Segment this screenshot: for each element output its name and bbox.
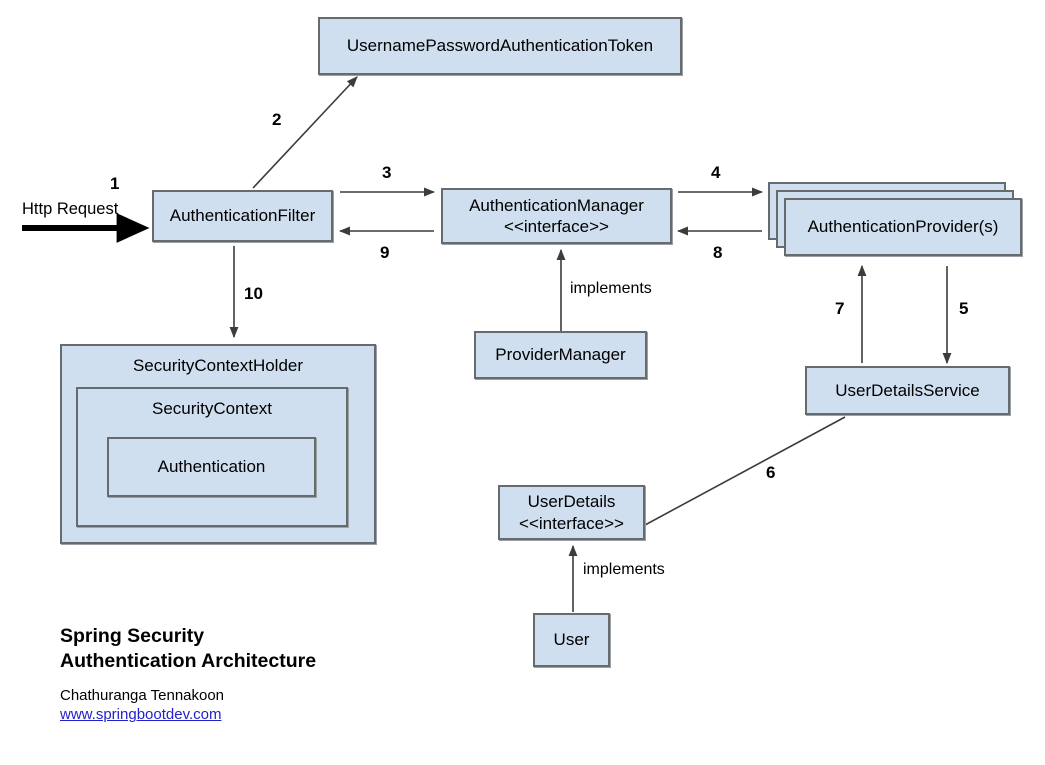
node-user-details[interactable]: UserDetails <<interface>> bbox=[498, 485, 645, 540]
node-username-password-authentication-token[interactable]: UsernamePasswordAuthenticationToken bbox=[318, 17, 682, 75]
node-authentication[interactable]: Authentication bbox=[107, 437, 316, 497]
node-provider-manager[interactable]: ProviderManager bbox=[474, 331, 647, 379]
node-security-context-holder-label: SecurityContextHolder bbox=[132, 356, 304, 375]
node-authentication-filter[interactable]: AuthenticationFilter bbox=[152, 190, 333, 242]
edge-label-1: 1 bbox=[110, 174, 120, 193]
edge-label-4: 4 bbox=[711, 163, 721, 182]
title-block: Spring Security Authentication Architect… bbox=[60, 624, 480, 725]
annotation-http-request: Http Request bbox=[22, 200, 119, 218]
edge-label-8: 8 bbox=[713, 243, 723, 262]
node-user-details-service[interactable]: UserDetailsService bbox=[805, 366, 1010, 415]
page-title-line-2: Authentication Architecture bbox=[60, 649, 317, 672]
edge-label-3: 3 bbox=[382, 163, 392, 182]
edge-label-7: 7 bbox=[835, 299, 845, 318]
annotation-implements-provider-manager: implements bbox=[570, 280, 652, 297]
node-security-context-label: SecurityContext bbox=[152, 399, 272, 418]
node-user[interactable]: User bbox=[533, 613, 610, 667]
author-name: Chathuranga Tennakoon bbox=[60, 686, 225, 704]
edge-label-2: 2 bbox=[272, 110, 282, 129]
annotation-implements-user: implements bbox=[583, 561, 665, 578]
edge-6 bbox=[644, 416, 846, 526]
edge-label-5: 5 bbox=[959, 299, 969, 318]
node-authentication-manager[interactable]: AuthenticationManager <<interface>> bbox=[441, 188, 672, 244]
website-link[interactable]: www.springbootdev.com bbox=[60, 706, 222, 724]
edge-label-9: 9 bbox=[380, 243, 390, 262]
edge-2 bbox=[252, 76, 358, 189]
edge-label-10: 10 bbox=[244, 284, 263, 303]
edge-label-6: 6 bbox=[766, 463, 776, 482]
page-title-line-1: Spring Security bbox=[60, 625, 205, 647]
node-authentication-providers[interactable]: AuthenticationProvider(s) bbox=[784, 198, 1022, 256]
